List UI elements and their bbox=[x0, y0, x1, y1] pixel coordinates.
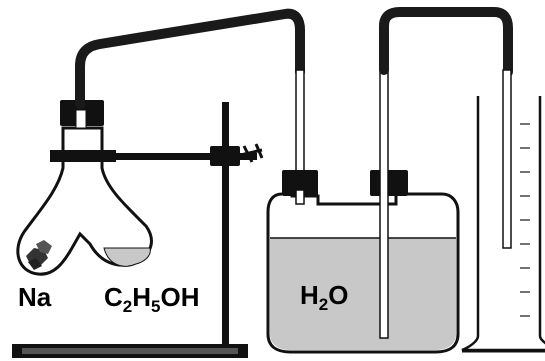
stand-base-plate bbox=[22, 348, 238, 354]
label-water: H2O bbox=[300, 280, 348, 314]
y-tube-clamp-band bbox=[50, 150, 116, 162]
ethanol-c: C bbox=[104, 282, 123, 312]
ethanol-oh: OH bbox=[161, 282, 200, 312]
y-tube-outline bbox=[16, 126, 153, 276]
jar-stopper-right bbox=[370, 170, 408, 196]
graduated-cylinder bbox=[461, 96, 545, 353]
water-h-count: 2 bbox=[319, 295, 328, 314]
ethanol-h-count: 5 bbox=[151, 297, 160, 316]
cylinder-inlet-tube bbox=[502, 69, 512, 249]
ring-stand bbox=[12, 102, 264, 358]
water-liquid bbox=[270, 238, 456, 350]
cylinder-graduations bbox=[520, 123, 530, 317]
clamp-bosshead bbox=[210, 146, 240, 166]
ethanol-h: H bbox=[132, 282, 151, 312]
jar-stopper-left bbox=[282, 170, 318, 196]
y-tube-neck-glass bbox=[75, 109, 87, 129]
jar-inlet-tube bbox=[295, 189, 305, 205]
jar-long-tube bbox=[379, 67, 389, 339]
label-ethanol: C2H5OH bbox=[104, 282, 200, 316]
ethanol-c-count: 2 bbox=[123, 297, 132, 316]
label-sodium: Na bbox=[18, 282, 52, 312]
delivery-tube-1-glass bbox=[295, 69, 305, 183]
delivery-tube-2 bbox=[379, 7, 513, 249]
ethanol-liquid bbox=[103, 247, 151, 267]
y-tube bbox=[16, 100, 153, 276]
gas-jar bbox=[266, 67, 460, 354]
sodium-pieces bbox=[26, 240, 52, 270]
stand-rod bbox=[222, 102, 229, 346]
clamp-screw bbox=[235, 143, 264, 163]
clamp-arm bbox=[52, 153, 257, 160]
water-o: O bbox=[328, 280, 348, 310]
water-h: H bbox=[300, 280, 319, 310]
